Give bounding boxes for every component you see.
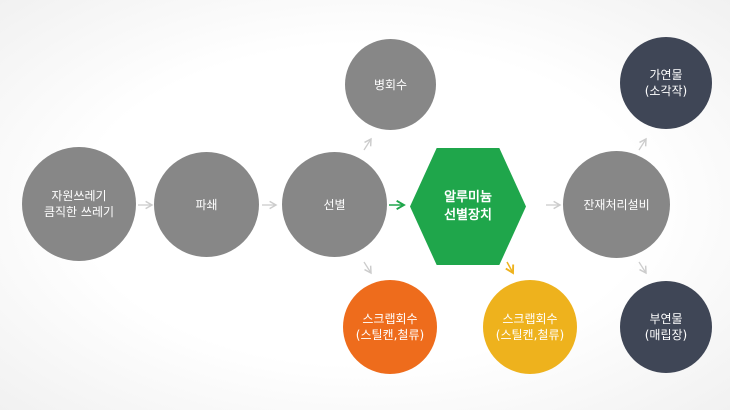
node-scrap-orange: 스크랩회수 (스틸캔,철류) [343, 280, 437, 374]
node-noncombustible: 부연물 (매립장) [620, 281, 712, 373]
node-combustible-line2: (소각작) [644, 84, 688, 98]
node-waste-line2: 큼직한 쓰레기 [43, 205, 115, 219]
node-aluminum-line2: 선별장치 [444, 207, 492, 223]
node-sort: 선별 [282, 152, 387, 257]
node-combustible-line1: 가연물 [649, 68, 683, 82]
node-aluminum-sorter: 알루미늄 선별장치 [410, 148, 526, 265]
node-scrap-yellow-line1: 스크랩회수 [502, 312, 558, 326]
node-glass: 병회수 [345, 39, 436, 130]
node-sort-label: 선별 [323, 197, 346, 212]
node-glass-label: 병회수 [373, 77, 408, 92]
arrow-sort-to-glass [363, 137, 372, 151]
node-crush: 파쇄 [154, 152, 259, 257]
node-scrap-yellow: 스크랩회수 (스틸캔,철류) [483, 280, 577, 374]
node-scrap-orange-line1: 스크랩회수 [362, 312, 418, 326]
arrow-residue-to-noncombustible [638, 261, 647, 275]
node-waste-line1: 자원쓰레기 [51, 189, 107, 203]
arrow-aluminum-to-scrap [505, 261, 515, 275]
node-scrap-orange-line2: (스틸캔,철류) [355, 328, 425, 342]
node-scrap-yellow-line2: (스틸캔,철류) [495, 328, 565, 342]
arrow-sort-to-scrap [363, 261, 372, 275]
node-noncombustible-line1: 부연물 [649, 312, 683, 326]
node-crush-label: 파쇄 [195, 197, 218, 212]
node-noncombustible-line2: (매립장) [644, 328, 688, 342]
node-waste: 자원쓰레기 큼직한 쓰레기 [22, 147, 136, 261]
node-residue: 잔재처리설비 [563, 151, 670, 258]
node-residue-label: 잔재처리설비 [583, 197, 650, 212]
arrow-residue-to-combustible [638, 137, 647, 151]
node-combustible: 가연물 (소각작) [620, 37, 712, 129]
node-aluminum-line1: 알루미늄 [444, 189, 492, 205]
